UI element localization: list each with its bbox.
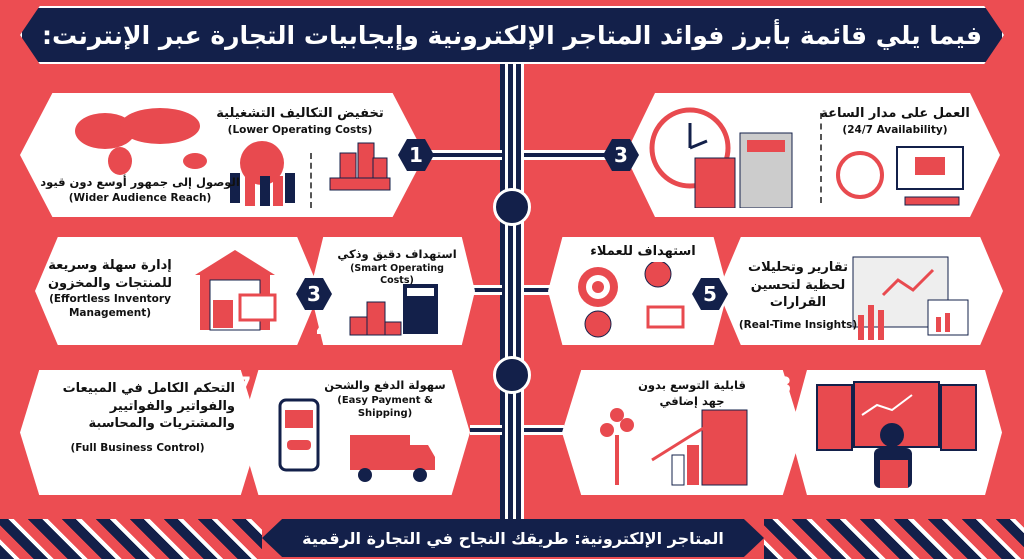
payment-shipping-title: سهولة الدفع والشحن bbox=[324, 378, 446, 392]
page-title: فيما يلي قائمة بأبرز فوائد المتاجر الإلك… bbox=[20, 6, 1004, 64]
business-control-title: التحكم الكامل في المبيعات والفواتير والف… bbox=[62, 381, 235, 432]
phone-payment-truck-icon bbox=[278, 398, 435, 482]
badge-3: 3 bbox=[296, 278, 332, 310]
card-lower-costs: تخفيض التكاليف التشغيلية (Lower Operating… bbox=[20, 93, 425, 217]
badge-8: 8 bbox=[776, 374, 792, 399]
inventory-subtitle: (Effortless Inventory Management) bbox=[49, 293, 171, 320]
coins-stack-icon bbox=[329, 142, 391, 191]
scalability-title: قابلية التوسع بدون جهد إضافي bbox=[638, 378, 746, 408]
money-tree-growth-building-icon bbox=[600, 408, 748, 486]
circuit-trace bbox=[470, 425, 502, 435]
clock-computer-icon bbox=[836, 146, 964, 206]
payment-shipping-subtitle: (Easy Payment & Shipping) bbox=[337, 394, 433, 420]
divider bbox=[310, 153, 312, 208]
business-control-subtitle: (Full Business Control) bbox=[70, 441, 205, 454]
coins-calculator-icon bbox=[349, 284, 438, 336]
badge-9: 9 bbox=[776, 458, 792, 483]
clock-calculator-icon bbox=[649, 107, 793, 208]
card-insights: تقارير وتحليلات لحظية لتحسين القرارات (Re… bbox=[718, 237, 1003, 345]
wider-reach-subtitle: (Wider Audience Reach) bbox=[68, 191, 212, 204]
card-scalability: قابلية التوسع بدون جهد إضافي bbox=[562, 370, 802, 495]
card-smart-costs: استهداف دقيق وذكي(Smart Operating Costs) bbox=[310, 237, 475, 345]
person-monitors-icon bbox=[816, 381, 977, 488]
divider bbox=[820, 113, 822, 203]
inventory-title: إدارة سهلة وسريعة للمنتجات والمخزون bbox=[47, 258, 173, 291]
decorative-pattern-right bbox=[764, 519, 1024, 559]
badge-5: 5 bbox=[692, 278, 728, 310]
card-business-control: التحكم الكامل في المبيعات والفواتير والف… bbox=[20, 370, 260, 495]
footer-banner: المتاجر الإلكترونية: طريقك النجاح في الت… bbox=[262, 519, 764, 557]
card-inventory: إدارة سهلة وسريعة للمنتجات والمخزون(Effo… bbox=[35, 237, 320, 345]
world-map-icon bbox=[75, 108, 207, 175]
badge-4: 4 bbox=[316, 318, 332, 343]
customer-targeting-title: استهداف للعملاء bbox=[590, 244, 696, 259]
circuit-trace bbox=[524, 425, 564, 435]
card-payment-shipping: سهولة الدفع والشحن (Easy Payment & Shippi… bbox=[240, 370, 470, 495]
footer-text: المتاجر الإلكترونية: طريقك النجاح في الت… bbox=[302, 528, 724, 548]
badge-6: 6 bbox=[694, 318, 710, 343]
insights-subtitle: (Real-Time Insights) bbox=[738, 318, 858, 331]
people-globe-icon bbox=[230, 141, 295, 206]
card-dashboard bbox=[790, 370, 1002, 495]
circuit-node bbox=[493, 188, 531, 226]
lower-costs-subtitle: (Lower Operating Costs) bbox=[227, 123, 373, 136]
availability-subtitle: (24/7 Availability) bbox=[842, 123, 948, 136]
smart-costs-title: استهداف دقيق وذكي bbox=[337, 247, 457, 261]
lower-costs-title: تخفيض التكاليف التشغيلية bbox=[216, 106, 384, 121]
badge-7: 7 bbox=[236, 374, 252, 399]
availability-title: العمل على مدار الساعة bbox=[820, 106, 970, 121]
card-availability: العمل على مدار الساعة (24/7 Availability) bbox=[625, 93, 1000, 217]
analytics-dashboard-icon bbox=[852, 256, 969, 340]
insights-title: تقارير وتحليلات لحظية لتحسين القرارات bbox=[748, 260, 848, 311]
circuit-trace bbox=[470, 285, 502, 295]
warehouse-barcode-icon bbox=[195, 250, 277, 331]
decorative-pattern-left bbox=[0, 519, 262, 559]
page-title-text: فيما يلي قائمة بأبرز فوائد المتاجر الإلك… bbox=[41, 20, 983, 50]
circuit-node bbox=[493, 356, 531, 394]
circuit-trace bbox=[524, 285, 554, 295]
circuit-trace bbox=[410, 150, 502, 160]
card-customer-targeting: استهداف للعملاء bbox=[548, 237, 728, 345]
circuit-spine bbox=[500, 64, 524, 519]
smart-costs-subtitle: (Smart Operating Costs) bbox=[350, 262, 444, 287]
wider-reach-title: الوصول إلى جمهور أوسع دون قيود bbox=[40, 175, 240, 189]
target-customers-cart-icon bbox=[578, 262, 685, 338]
circuit-trace bbox=[524, 150, 624, 160]
